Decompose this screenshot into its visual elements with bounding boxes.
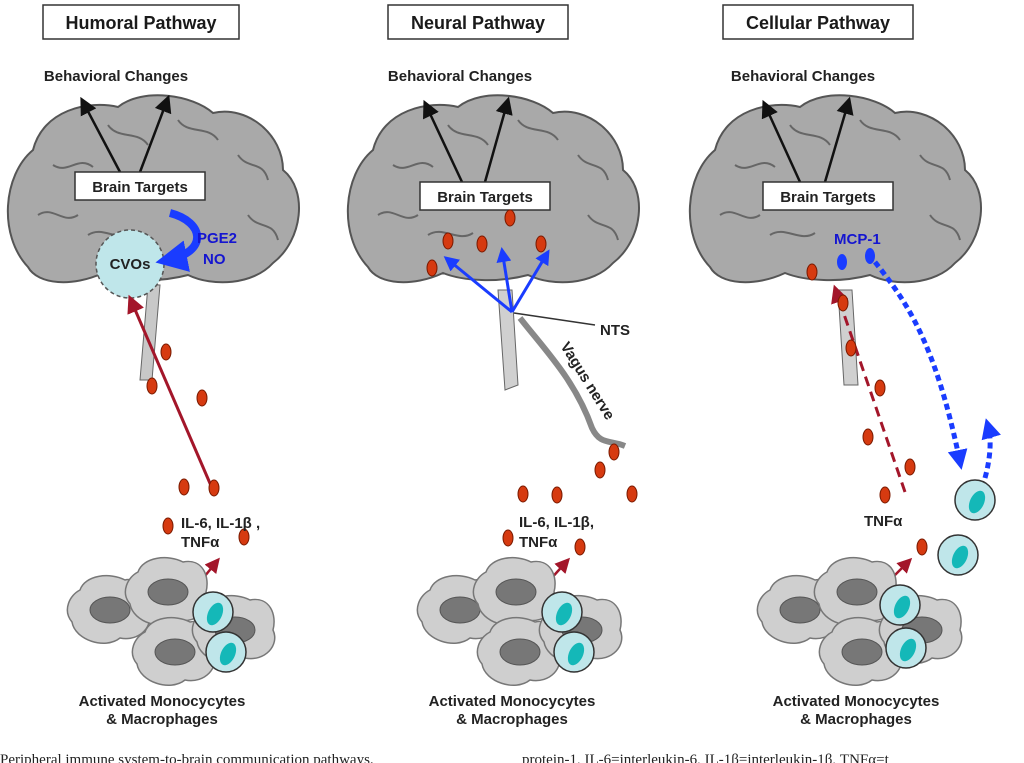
behavioral-changes-label: Behavioral Changes <box>731 68 875 85</box>
cytokines-label: IL-6, IL-1β , <box>181 515 260 532</box>
macrophage-cluster <box>66 556 276 686</box>
cytokine-dots <box>146 343 250 546</box>
mcp1-label: MCP-1 <box>834 231 881 248</box>
brain-targets-box <box>74 171 206 201</box>
no-label: NO <box>203 251 226 268</box>
behavioral-changes-label: Behavioral Changes <box>388 68 532 85</box>
nts-label: NTS <box>600 322 630 339</box>
brain-targets-label: Brain Targets <box>437 189 533 206</box>
caption-right: protein-1, IL-6=interleukin-6, IL-1β=int… <box>522 752 890 763</box>
panel-neural: Neural Pathway Behavioral Changes Brain … <box>346 4 641 728</box>
feedback-arrow <box>155 209 201 272</box>
tnf-label: TNFα <box>519 534 558 551</box>
brain-targets-box <box>419 181 551 211</box>
vagus-nerve <box>517 316 627 449</box>
cells-label: Activated Monocycytes <box>773 693 940 710</box>
mcp1-dots <box>837 248 875 270</box>
tnf-label: TNFα <box>864 513 903 530</box>
cytokine-dots <box>502 443 638 556</box>
tnf-label: TNFα <box>181 534 220 551</box>
migrating-monocytes <box>937 479 996 576</box>
cells-label: Activated Monocycytes <box>79 693 246 710</box>
cells-label-2: & Macrophages <box>800 711 912 728</box>
panel-humoral: Humoral Pathway Behavioral Changes Brain… <box>6 4 301 728</box>
cells-label-2: & Macrophages <box>456 711 568 728</box>
macrophage-cluster <box>756 556 963 686</box>
brain-targets-label: Brain Targets <box>92 179 188 196</box>
panel-title: Neural Pathway <box>411 13 545 33</box>
cells-label: Activated Monocycytes <box>429 693 596 710</box>
brain-targets-label: Brain Targets <box>780 189 876 206</box>
panel-title-box <box>387 4 569 40</box>
caption-left: Peripheral immune system-to-brain commun… <box>0 752 374 763</box>
signal-arrow-dashed <box>831 284 907 493</box>
panel-cellular: Cellular Pathway Behavioral Changes Brai… <box>688 4 1001 728</box>
panel-title: Humoral Pathway <box>65 13 216 33</box>
cytokines-label: IL-6, IL-1β, <box>519 514 594 531</box>
panel-title-box <box>722 4 914 40</box>
macrophage-cluster <box>416 556 623 686</box>
transport-arrow <box>127 294 214 489</box>
target-dots <box>426 209 547 277</box>
migration-arrow-dashed <box>873 260 968 470</box>
neural-arrows <box>443 247 550 314</box>
cells-label-2: & Macrophages <box>106 711 218 728</box>
panel-title-box <box>42 4 240 40</box>
cvo-label: CVOs <box>110 256 151 273</box>
behavioral-changes-label: Behavioral Changes <box>44 68 188 85</box>
cytokine-dots <box>837 294 928 556</box>
brain-targets-box <box>762 181 894 211</box>
panel-title: Cellular Pathway <box>746 13 890 33</box>
pge2-label: PGE2 <box>197 230 237 247</box>
